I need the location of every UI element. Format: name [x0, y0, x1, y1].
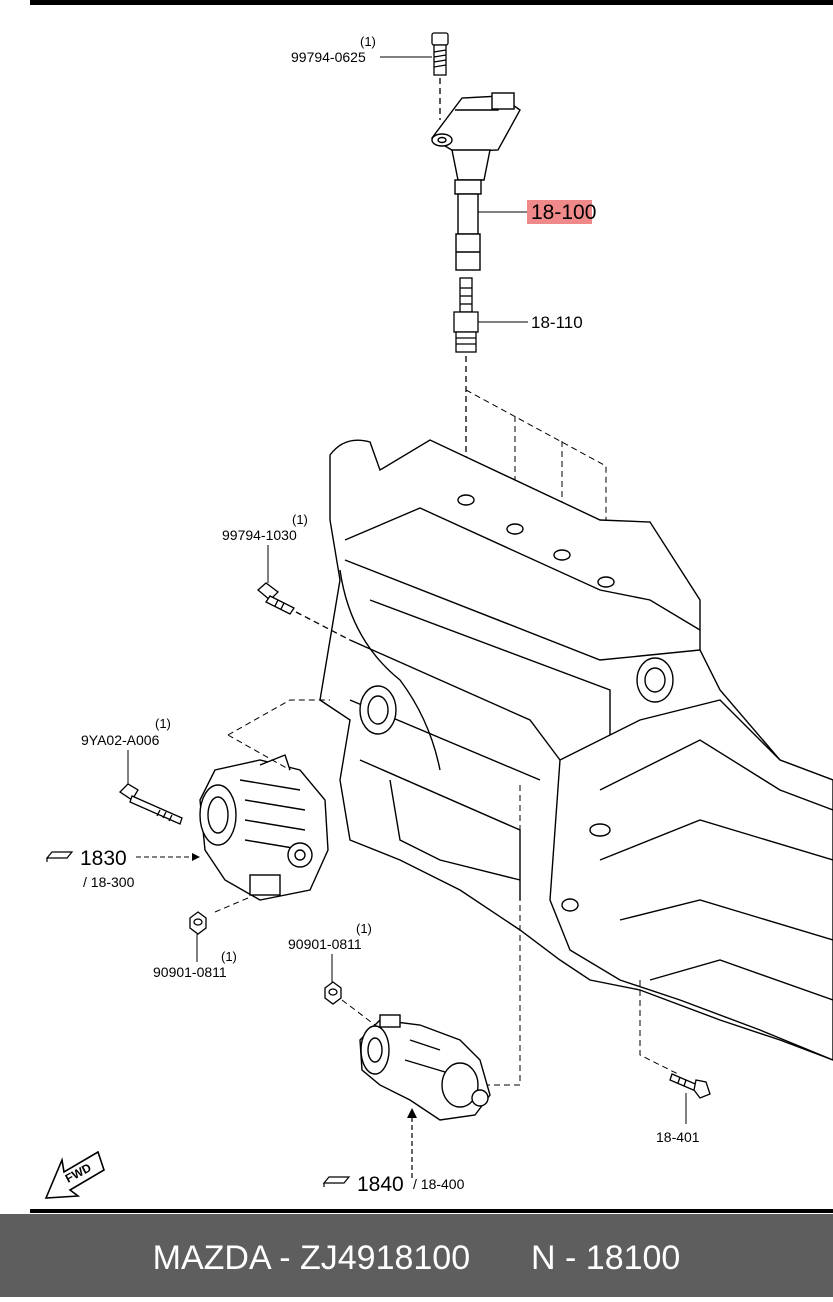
- footer-text: MAZDA - ZJ4918100 N - 18100: [0, 1214, 833, 1297]
- bolt-top-qty: (1): [360, 34, 376, 49]
- top-border: [30, 0, 833, 5]
- dashed-alt: [227, 699, 330, 736]
- bolt-top-drawing: [431, 32, 449, 120]
- bolt-alt-label[interactable]: 9YA02-A006: [81, 732, 160, 748]
- nut-right-label[interactable]: 90901-0811: [288, 936, 362, 952]
- engine-drawing: [319, 439, 833, 1061]
- footer-ref: N - 18100: [531, 1239, 681, 1277]
- nut-right-drawing: [324, 981, 342, 1005]
- parts-diagram: (1) 99794-0625 18-100 18-110: [30, 0, 833, 1213]
- coil-highlight: [527, 200, 592, 224]
- bolt-alt-drawing: [118, 783, 183, 825]
- footer-brand: MAZDA - ZJ4918100: [152, 1239, 471, 1277]
- dashed-alt-nut: [214, 897, 249, 913]
- bolt-alt-qty: (1): [155, 716, 171, 731]
- starter-sub-label: / 18-400: [413, 1176, 465, 1192]
- arrow-starter-icon: [407, 1108, 417, 1118]
- nut-right-qty: (1): [356, 921, 372, 936]
- bolt-bottom-label[interactable]: 18-401: [656, 1129, 700, 1145]
- bolt-mid-qty: (1): [292, 512, 308, 527]
- nut-left-label[interactable]: 90901-0811: [153, 964, 227, 980]
- book-icon-alt: [45, 851, 74, 862]
- ignition-coil-drawing: [430, 92, 521, 271]
- arrow-alt-icon: [192, 853, 200, 861]
- nut-left-drawing: [189, 911, 207, 935]
- bolt-top-label[interactable]: 99794-0625: [291, 49, 366, 65]
- book-icon-starter: [322, 1176, 351, 1187]
- starter-drawing: [359, 1014, 491, 1121]
- dashed-bolt-bottom: [639, 980, 681, 1076]
- starter-ref-label[interactable]: 1840: [357, 1173, 404, 1196]
- alternator-drawing: [199, 754, 329, 901]
- nut-left-qty: (1): [221, 949, 237, 964]
- dashed-alt-2: [227, 734, 291, 771]
- plug-label[interactable]: 18-110: [531, 313, 583, 332]
- dashed-nut-right: [341, 999, 376, 1026]
- alt-ref-label[interactable]: 1830: [80, 847, 127, 870]
- bolt-mid-label[interactable]: 99794-1030: [222, 527, 297, 543]
- footer-bar: MAZDA - ZJ4918100 N - 18100: [0, 1214, 833, 1297]
- coil-label[interactable]: 18-100: [531, 201, 596, 224]
- bolt-mid-drawing: [256, 582, 351, 641]
- bottom-border: [30, 1209, 833, 1213]
- dashed-starter: [486, 785, 521, 1086]
- bolt-bottom-drawing: [669, 1073, 711, 1099]
- fwd-arrow-icon: [44, 1150, 105, 1199]
- alt-sub-label: / 18-300: [83, 874, 135, 890]
- spark-plug-drawing: [453, 277, 479, 500]
